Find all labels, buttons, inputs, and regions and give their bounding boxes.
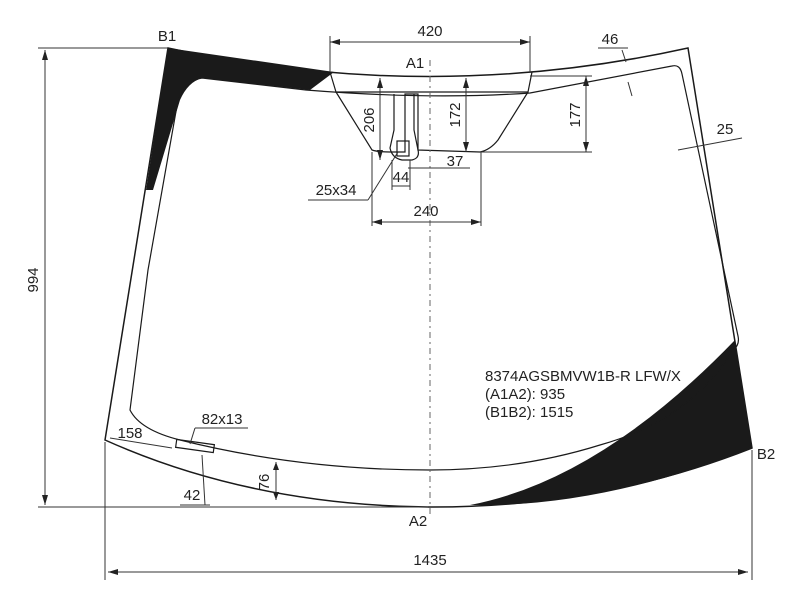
vin-window: [174, 438, 216, 454]
sensor-window-label: 25x34: [316, 182, 357, 199]
sensor-height-arrow-bottom: [377, 150, 383, 160]
sensor-small-width-label: 44: [393, 169, 410, 186]
sensor-right-height-arrow-top: [583, 76, 589, 86]
vin-offset-line: [201, 454, 206, 506]
overall-width-arrow-right: [738, 569, 748, 575]
sensor-inner-height-arrow-bottom: [463, 142, 469, 152]
sensor-offset-label: 37: [447, 153, 464, 170]
point-b1-label: B1: [158, 28, 176, 45]
a1a2-value: (A1A2): 935: [485, 386, 565, 403]
vin-offset-label: 42: [184, 487, 201, 504]
b1b2-value: (B1B2): 1515: [485, 404, 573, 421]
bottom-band-arrow-top: [273, 462, 279, 470]
vin-window-label: 82x13: [202, 411, 243, 428]
side-offset-label: 25: [717, 121, 734, 138]
point-a1-label: A1: [406, 55, 424, 72]
sensor-right-height-arrow-bottom: [583, 142, 589, 152]
corner-offset-arrow-line-2: [627, 81, 633, 97]
bottom-black-band: [470, 340, 752, 506]
bottom-band-label: 76: [256, 474, 273, 491]
bottom-left-leader: [109, 437, 173, 449]
sensor-zone: [335, 91, 529, 153]
overall-height-arrow-bottom: [42, 495, 48, 505]
top-width-label: 420: [417, 23, 442, 40]
sensor-inner-height-label: 172: [447, 102, 464, 127]
point-b2-label: B2: [757, 446, 775, 463]
point-a2-label: A2: [409, 513, 427, 530]
sensor-zone-top: [329, 71, 533, 93]
sensor-height-arrow-top: [377, 78, 383, 88]
part-number: 8374AGSBMVW1B-R LFW/X: [485, 368, 681, 385]
bottom-left-label: 158: [117, 425, 142, 442]
inner-outline: [129, 65, 740, 471]
vin-window-leader: [189, 427, 196, 445]
overall-height-arrow-top: [42, 50, 48, 60]
overall-height-label: 994: [25, 267, 42, 292]
sensor-width-label: 240: [413, 203, 438, 220]
sensor-width-arrow-left: [372, 219, 382, 225]
corner-offset-arrow-line: [621, 49, 627, 63]
top-width-arrow-right: [520, 39, 530, 45]
overall-width-label: 1435: [413, 552, 446, 569]
top-black-band: [146, 48, 334, 190]
sensor-right-height-label: 177: [567, 102, 584, 127]
sensor-width-arrow-right: [471, 219, 481, 225]
rain-sensor-window: [396, 140, 410, 157]
sensor-height-label: 206: [361, 107, 378, 132]
camera-slot: [389, 94, 419, 161]
top-width-arrow-left: [330, 39, 340, 45]
corner-offset-label: 46: [602, 31, 619, 48]
sensor-inner-height-arrow-top: [463, 78, 469, 88]
sensor-window-leader: [367, 151, 399, 201]
bottom-band-arrow-bottom: [273, 492, 279, 500]
side-offset-leader: [677, 137, 743, 151]
overall-width-arrow-left: [108, 569, 118, 575]
